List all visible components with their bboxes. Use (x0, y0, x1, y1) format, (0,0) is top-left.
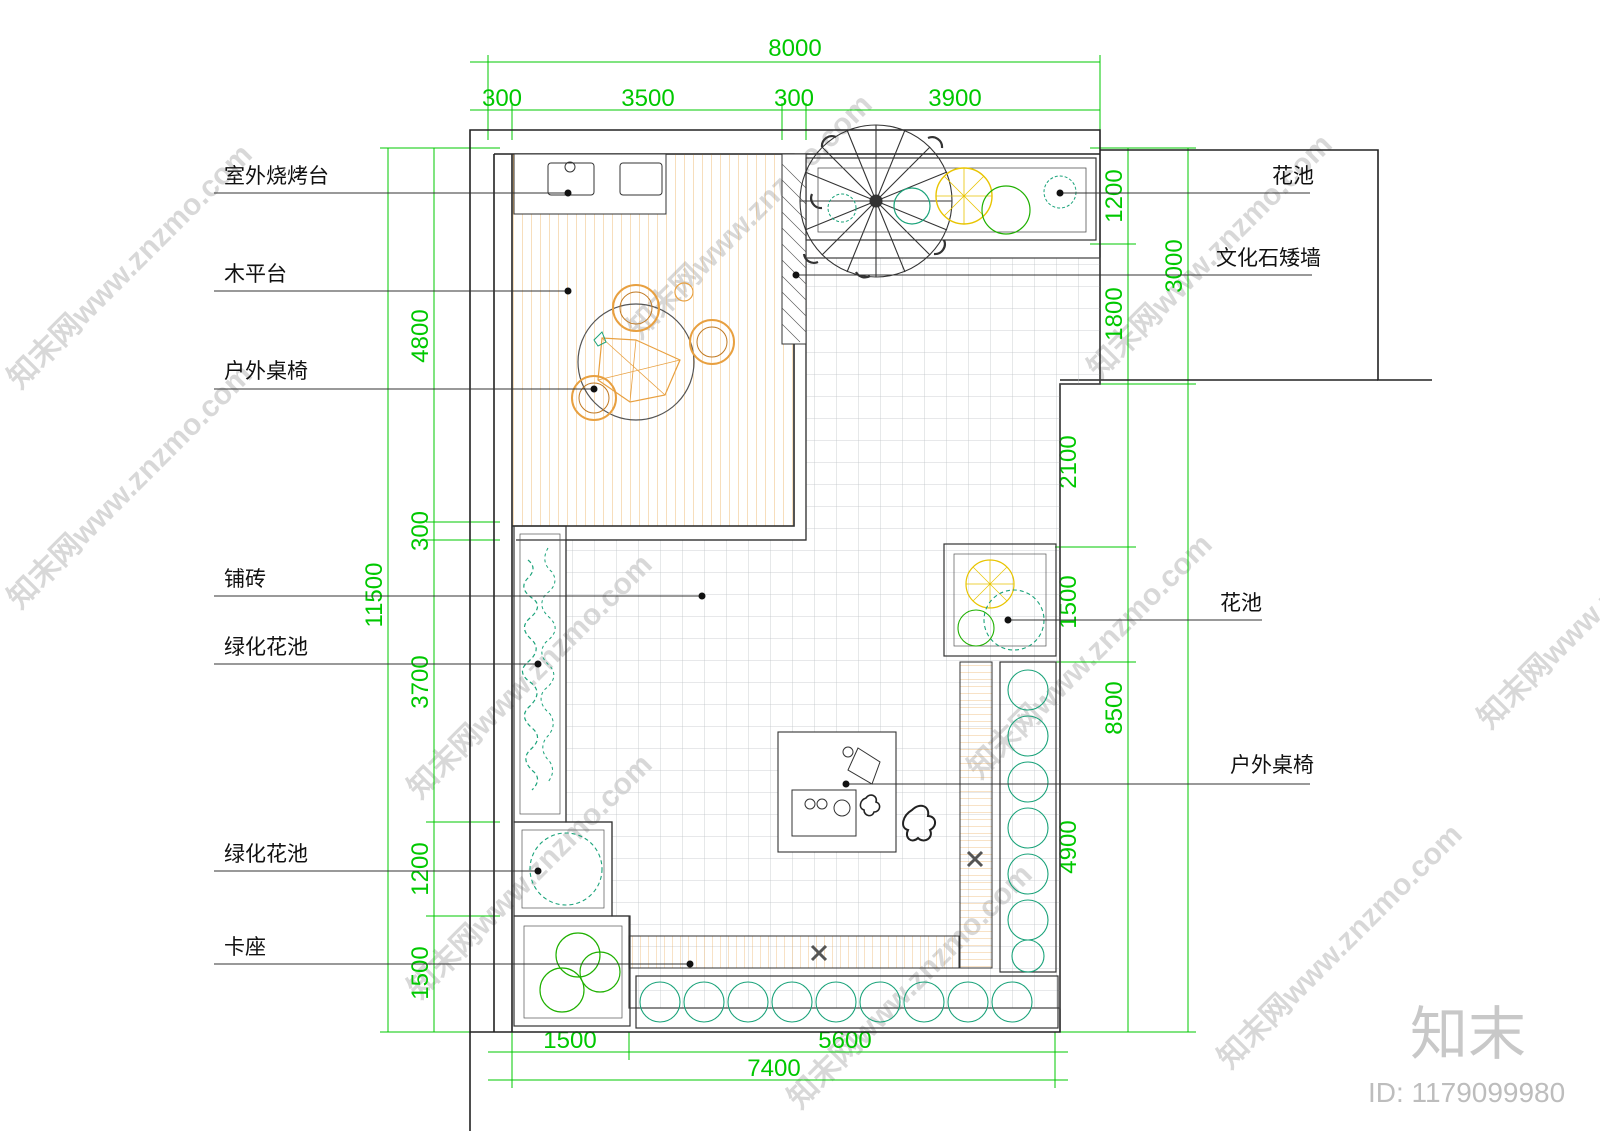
brand-watermark: 知末 ID: 1179099980 (1368, 1000, 1565, 1108)
label-outdoor-table-1: 户外桌椅 (224, 359, 308, 383)
outdoor-table-chairs-deck (571, 282, 735, 421)
label-wood-deck: 木平台 (224, 262, 287, 286)
watermark-text: 知末网www.znzmo.com (2, 138, 259, 395)
dim-top-4: 3900 (928, 85, 981, 112)
annotation-labels: 室外烧烤台 木平台 户外桌椅 铺砖 绿化花池 绿化花池 卡座 花池 文化石矮墙 … (224, 164, 1321, 959)
spiral-staircase (799, 124, 953, 279)
wood-deck (511, 153, 807, 541)
flower-bed-top-right (805, 157, 1097, 241)
dim-bottom-total: 7400 (747, 1055, 800, 1082)
watermark-text: 知末网www.znzmo.com (1472, 478, 1600, 735)
label-green-planter-1: 绿化花池 (224, 635, 308, 659)
image-id: ID: 1179099980 (1368, 1077, 1565, 1108)
watermark-text: 知末网www.znzmo.com (2, 358, 259, 615)
dim-left-4: 1200 (407, 842, 434, 895)
dim-right-outer-1: 3000 (1161, 239, 1188, 292)
label-outdoor-table-2: 户外桌椅 (1230, 753, 1314, 777)
label-flower-bed-2: 花池 (1220, 591, 1262, 615)
planter-bottom-strip (635, 975, 1059, 1029)
bench-seat-right (959, 661, 993, 969)
label-booth-seat: 卡座 (224, 935, 266, 959)
label-paving: 铺砖 (224, 567, 266, 591)
dim-top-2: 3500 (621, 85, 674, 112)
culture-stone-hatch (781, 163, 807, 343)
flower-bed-right-square (943, 543, 1057, 657)
label-flower-bed-1: 花池 (1272, 164, 1314, 188)
dim-top-3: 300 (774, 85, 814, 112)
dim-top-total: 8000 (768, 35, 821, 62)
label-culture-stone-wall: 文化石矮墙 (1216, 246, 1321, 270)
dim-left-2: 300 (407, 511, 434, 551)
dim-bottom-2: 5600 (818, 1027, 871, 1054)
brand-logo-text: 知末 (1410, 1000, 1526, 1068)
dim-right-inner-1: 1200 (1101, 169, 1128, 222)
dim-left-total: 11500 (361, 563, 388, 628)
label-bbq: 室外烧烤台 (224, 164, 329, 188)
dim-right-inner-2: 1800 (1101, 287, 1128, 340)
outdoor-table-chairs-paved (777, 731, 936, 853)
dim-bottom-1: 1500 (543, 1027, 596, 1054)
label-green-planter-2: 绿化花池 (224, 842, 308, 866)
planter-right-strip (999, 661, 1057, 973)
bbq-counter (513, 153, 667, 215)
dim-top-1: 300 (482, 85, 522, 112)
planter-seat-corner (513, 915, 631, 1027)
dim-left-3: 3700 (407, 655, 434, 708)
leader-lines (214, 189, 1312, 968)
dim-right-outer-2: 8500 (1101, 681, 1128, 734)
bench-seat-bottom (628, 935, 960, 969)
dim-left-1: 4800 (407, 309, 434, 362)
dim-left-5: 1500 (407, 946, 434, 999)
